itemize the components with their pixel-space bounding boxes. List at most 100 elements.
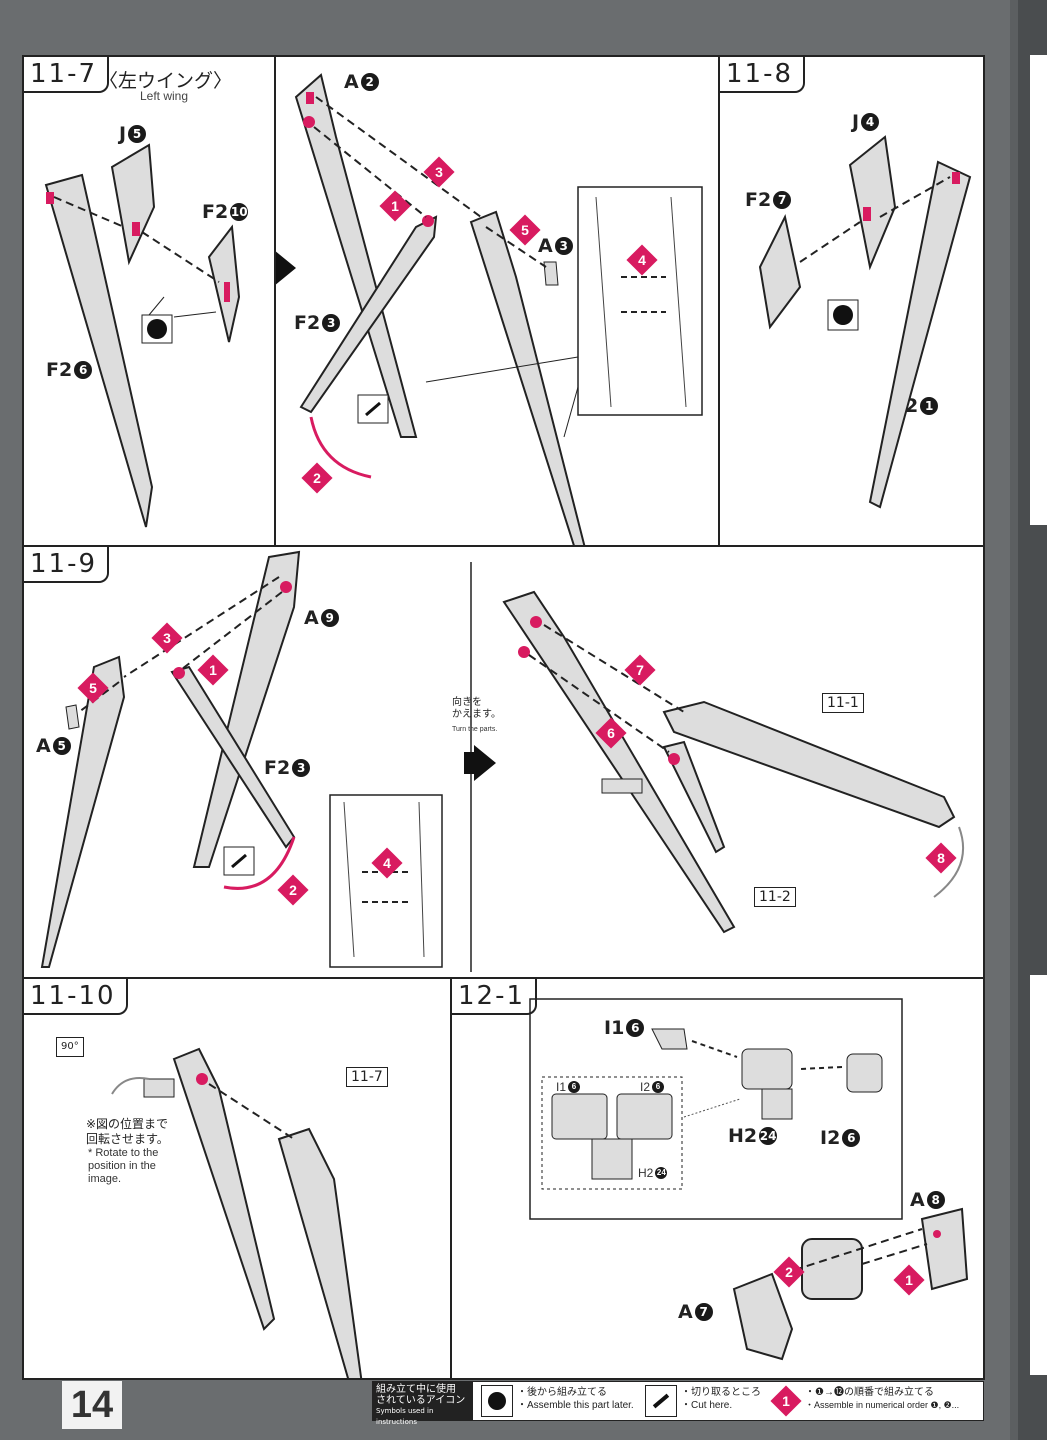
detail-inset-frame	[577, 186, 703, 416]
order-mark-2: 2	[301, 462, 333, 494]
ref-step-11-2: 11-2	[754, 887, 796, 907]
part-a7	[732, 1272, 794, 1361]
order-mark-5: 5	[509, 214, 541, 246]
adjacent-page-panel-top	[1030, 55, 1047, 525]
wing-blade-f2-3b	[170, 665, 296, 849]
ref-step-11-7: 11-7	[346, 1067, 388, 1087]
order-mark-2b: 2	[277, 874, 309, 906]
thruster-assembly	[801, 1238, 863, 1300]
order-mark-2c: 2	[773, 1256, 805, 1288]
wing-part-f2-7	[758, 214, 802, 330]
callout-frame	[529, 998, 903, 1220]
ref-step-11-1: 11-1	[822, 693, 864, 713]
order-mark-1c: 1	[893, 1264, 925, 1296]
order-mark-1: 1	[379, 190, 411, 222]
wing-assembly-rotated	[172, 1047, 276, 1331]
wing-parts-diagram	[44, 143, 241, 528]
order-mark-6: 6	[595, 717, 627, 749]
turn-parts-note-jp: 向きを かえます。	[452, 697, 501, 720]
turn-arrow-tail	[464, 752, 474, 774]
order-mark-1b: 1	[197, 654, 229, 686]
legend-later-jp: ・後から組み立てる	[517, 1387, 607, 1398]
step-11-10-panel: 11-10 90° ※図の位置まで 回転させます。 * Rotate to th…	[22, 977, 452, 1380]
next-arrow-icon	[276, 250, 296, 286]
legend-later: ・後から組み立てる ・Assemble this part later.	[517, 1386, 637, 1424]
rotate-badge: 90°	[56, 1037, 84, 1057]
wing-part-a5-blade	[40, 655, 126, 968]
step-11-7-label: 11-7	[24, 57, 110, 93]
order-mark-4b: 4	[371, 847, 403, 879]
cut-here-legend-icon	[645, 1385, 677, 1417]
wing-part-j4	[848, 135, 897, 271]
order-mark-4: 4	[626, 244, 658, 276]
wing-part-a2	[294, 73, 418, 438]
later-assembly-legend-icon	[481, 1385, 513, 1417]
order-mark-8: 8	[925, 842, 957, 874]
right-wing-diagram	[758, 135, 972, 509]
step-11-9-diagram	[40, 550, 965, 972]
left-wing-title-en: Left wing	[140, 89, 189, 103]
legend-order-en: ・Assemble in numerical order ❶, ❷...	[805, 1400, 960, 1410]
legend-cut-en: ・Cut here.	[681, 1400, 733, 1411]
legend-heading-jp: 組み立て中に使用 されているアイコン	[376, 1384, 466, 1406]
step-11-9-label: 11-9	[24, 547, 110, 583]
step-11-10-diagram	[111, 1047, 363, 1378]
detail-inset-frame-2	[329, 794, 443, 968]
wing-11-7-blade	[277, 1127, 363, 1378]
legend-cut: ・切り取るところ ・Cut here.	[681, 1386, 761, 1424]
order-mark-5b: 5	[77, 672, 109, 704]
order-mark-7: 7	[624, 654, 656, 686]
step-12-1-diagram	[529, 998, 969, 1361]
wing-blade-f2-6	[44, 173, 154, 528]
rotate-note-jp: ※図の位置まで 回転させます。	[86, 1117, 169, 1146]
adjacent-page-panel-bottom	[1030, 975, 1047, 1375]
turn-parts-note-en: Turn the parts.	[452, 726, 498, 733]
order-mark-3b: 3	[151, 622, 183, 654]
legend-heading-en: Symbols used in instructions	[376, 1407, 434, 1426]
step-11-10-label: 11-10	[24, 979, 128, 1015]
assembly-diagram	[294, 73, 703, 545]
wing-blade-main	[469, 210, 586, 545]
wing-part-a9	[192, 550, 301, 868]
order-mark-3: 3	[423, 156, 455, 188]
wing-blade-f2-3	[299, 215, 438, 414]
icon-legend: 組み立て中に使用 されているアイコン Symbols used in instr…	[372, 1381, 984, 1426]
step-12-1-label: 12-1	[452, 979, 538, 1015]
left-wing-title-jp: 〈左ウイング〉	[99, 70, 233, 92]
legend-later-en: ・Assemble this part later.	[517, 1400, 634, 1411]
wing-arm-11-1	[662, 700, 956, 829]
wing-assembled-main	[502, 590, 736, 934]
numerical-order-legend-icon: 1	[770, 1385, 802, 1417]
legend-heading: 組み立て中に使用 されているアイコン Symbols used in instr…	[373, 1382, 473, 1426]
part-a8	[920, 1207, 969, 1291]
legend-order-jp: ・❶→⓬の順番で組み立てる	[805, 1387, 934, 1398]
wing-arm-11-2	[662, 740, 726, 854]
step-11-8-label: 11-8	[720, 57, 806, 93]
turn-arrow-icon	[474, 745, 496, 781]
legend-order: ・❶→⓬の順番で組み立てる ・Assemble in numerical ord…	[805, 1386, 983, 1424]
